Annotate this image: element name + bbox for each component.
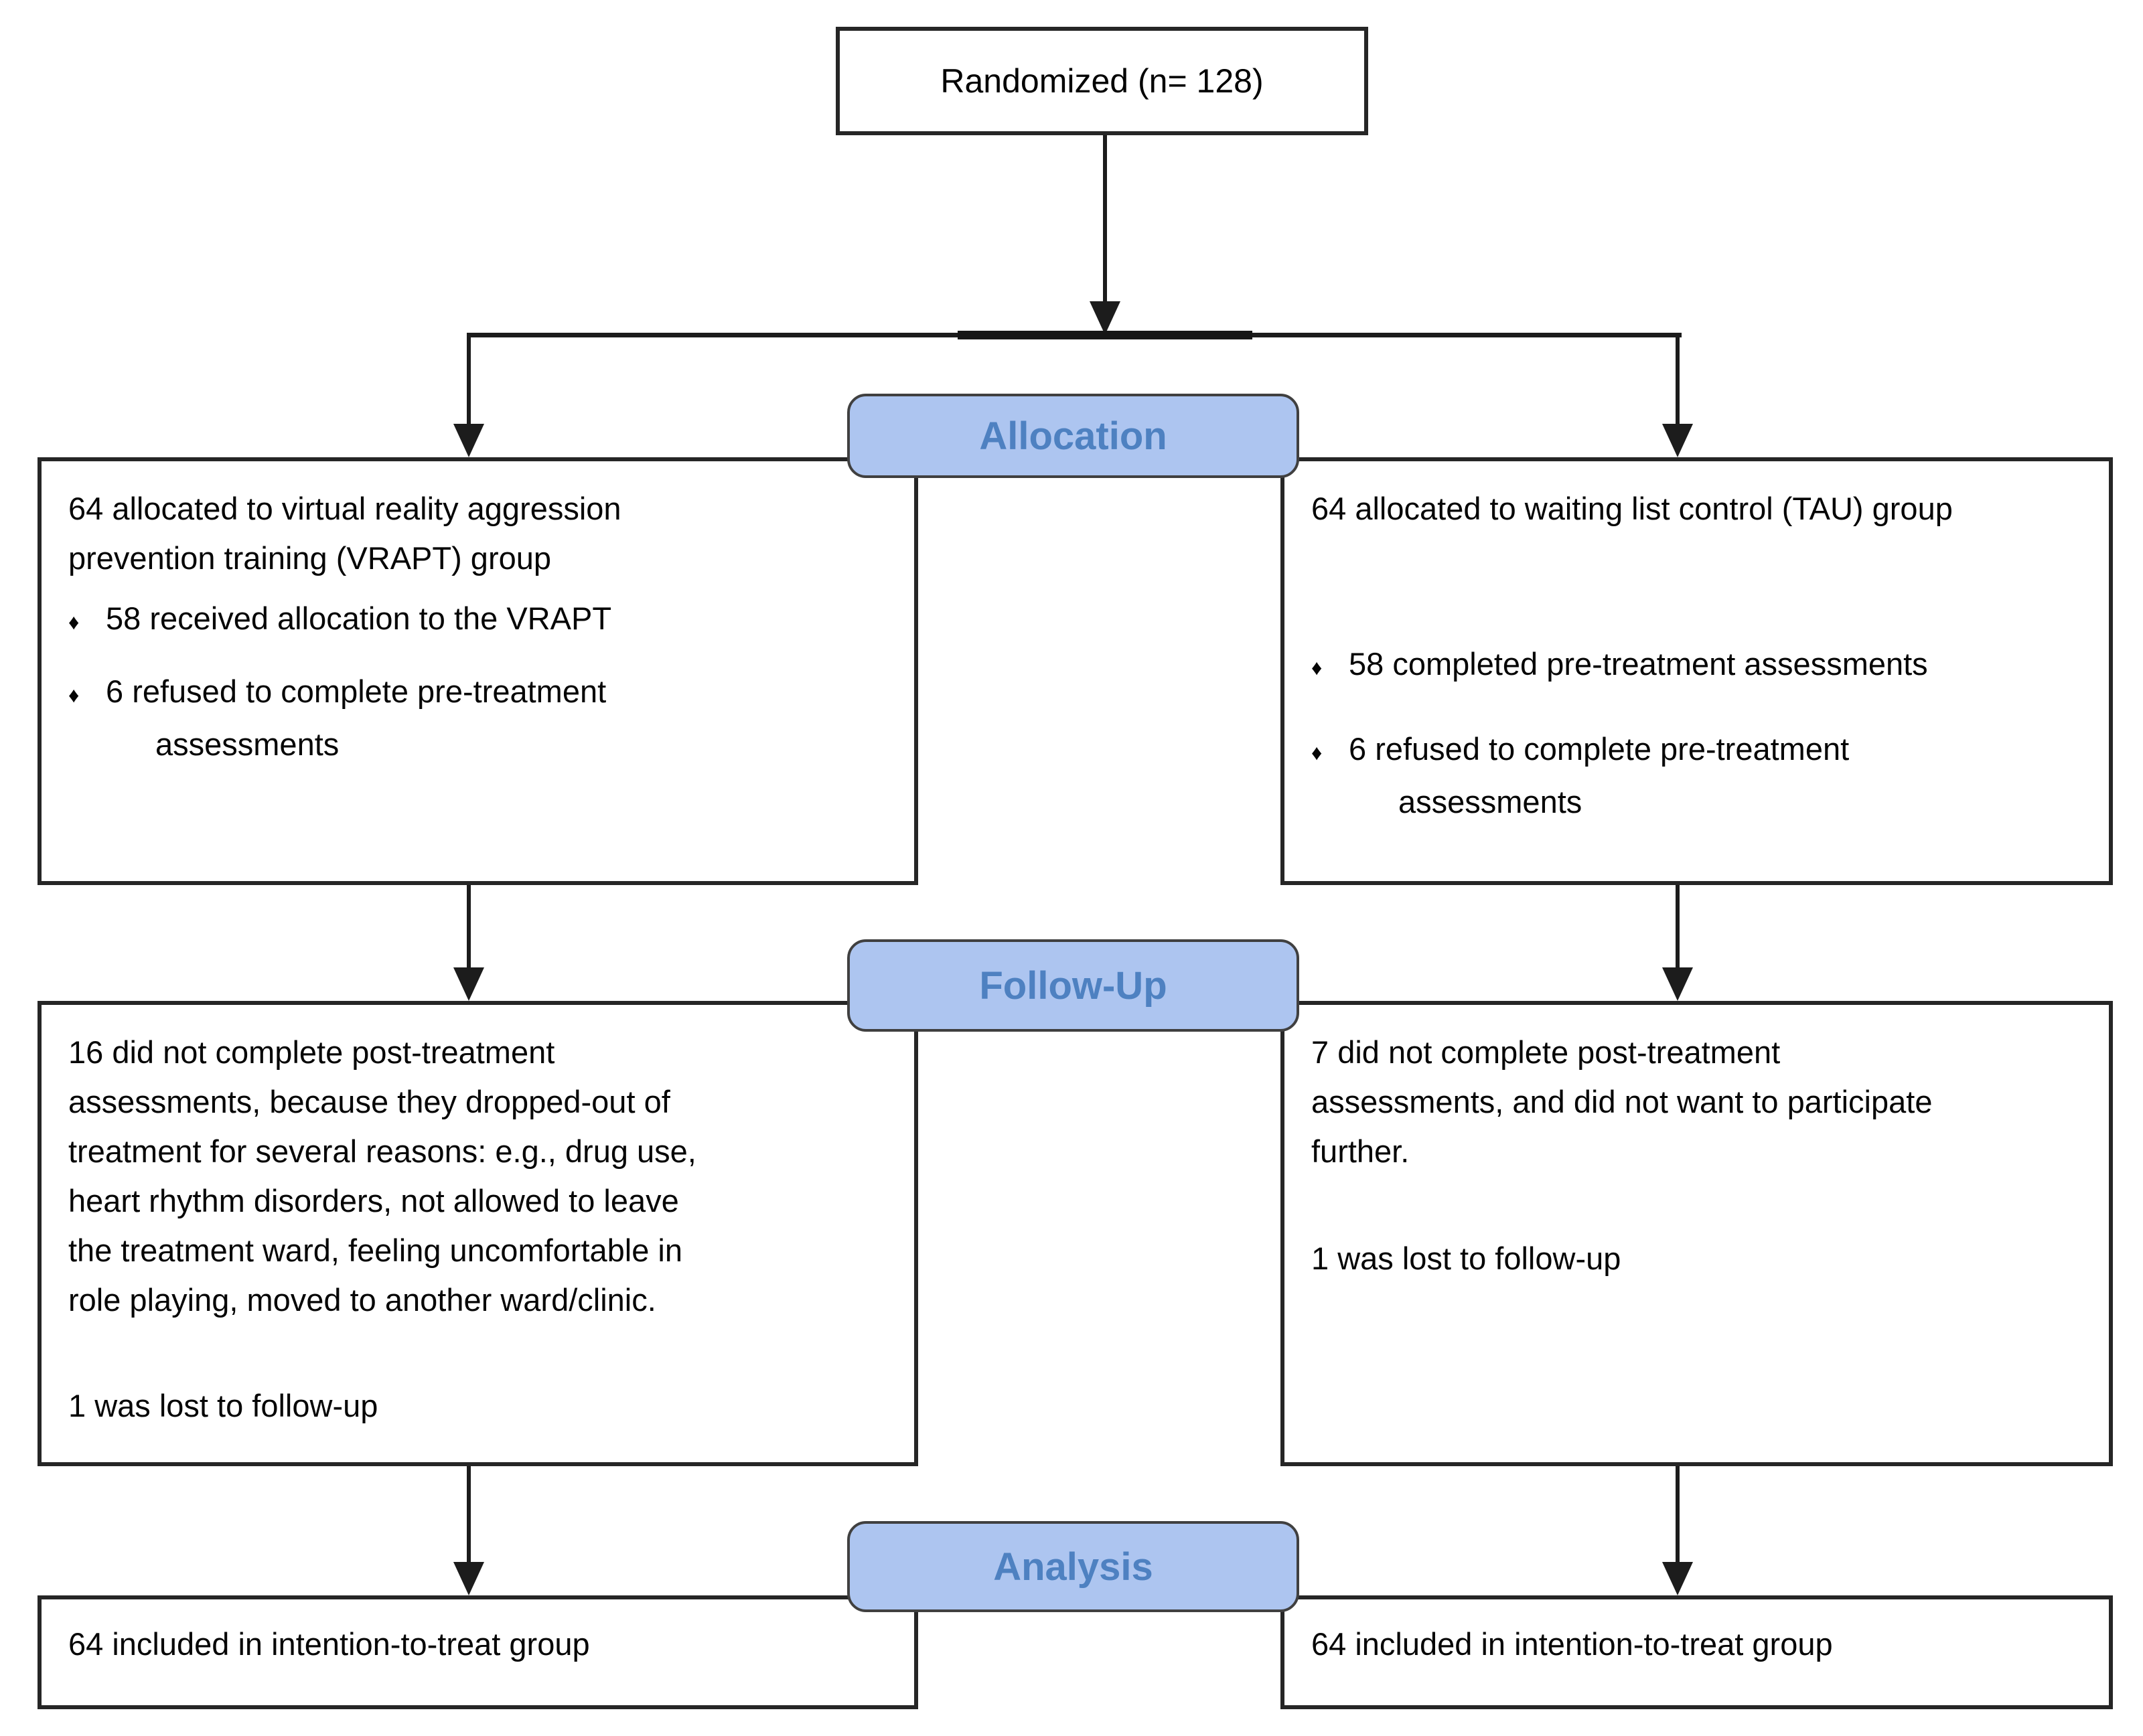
followup-vrapt-para-line6: role playing, moved to another ward/clin… [68, 1282, 656, 1318]
diamond-bullet-icon: ♦ [68, 610, 80, 634]
analysis-vrapt-box: 64 included in intention-to-treat group [38, 1595, 918, 1709]
connector-left-stub [467, 333, 471, 426]
allocation-tau-bullet1-text: 58 completed pre-treatment assessments [1349, 646, 1928, 682]
connector-followup-right-stem [1676, 884, 1680, 969]
allocation-vrapt-bullet1-text: 58 received allocation to the VRAPT [106, 601, 612, 636]
diamond-bullet-icon: ♦ [1311, 655, 1323, 680]
followup-vrapt-box: 16 did not complete post-treatment asses… [38, 1001, 918, 1466]
connector-analysis-right-stem [1676, 1465, 1680, 1564]
followup-tau-box: 7 did not complete post-treatment assess… [1280, 1001, 2113, 1466]
followup-tau-lost: 1 was lost to follow-up [1311, 1241, 1621, 1276]
connector-top-stem [1103, 134, 1107, 303]
arrowhead-analysis-right [1662, 1562, 1693, 1595]
followup-vrapt-para-line2: assessments, because they dropped-out of [68, 1084, 670, 1119]
connector-analysis-left-stem [467, 1465, 471, 1564]
diamond-bullet-icon: ♦ [1311, 740, 1323, 765]
allocation-vrapt-bullet1: ♦ 58 received allocation to the VRAPT [68, 594, 887, 647]
allocation-tau-box: 64 allocated to waiting list control (TA… [1280, 457, 2113, 885]
allocation-tau-bullet2-continuation: assessments [1398, 784, 1582, 819]
connector-hline-thick-segment [958, 331, 1252, 339]
arrowhead-followup-right [1662, 967, 1693, 1001]
arrowhead-allocation-right [1662, 424, 1693, 457]
arrowhead-allocation-left [453, 424, 484, 457]
randomized-box: Randomized (n= 128) [836, 27, 1368, 135]
allocation-tau-title: 64 allocated to waiting list control (TA… [1311, 491, 1953, 526]
allocation-tau-bullet1: ♦ 58 completed pre-treatment assessments [1311, 639, 2082, 692]
arrowhead-analysis-left [453, 1562, 484, 1595]
analysis-tau-text: 64 included in intention-to-treat group [1311, 1626, 1833, 1662]
allocation-vrapt-bullet2-text: 6 refused to complete pre-treatment [106, 674, 607, 709]
diamond-bullet-icon: ♦ [68, 683, 80, 707]
allocation-header-label: Allocation [979, 414, 1167, 458]
connector-followup-left-stem [467, 884, 471, 969]
connector-right-stub [1676, 333, 1680, 426]
followup-vrapt-para-line4: heart rhythm disorders, not allowed to l… [68, 1183, 679, 1218]
allocation-vrapt-bullet2-continuation: assessments [155, 726, 340, 762]
allocation-vrapt-bullet2: ♦ 6 refused to complete pre-treatment [68, 667, 887, 720]
followup-vrapt-lost: 1 was lost to follow-up [68, 1388, 378, 1423]
followup-tau-para-line1: 7 did not complete post-treatment [1311, 1034, 1781, 1070]
analysis-header-label: Analysis [993, 1545, 1153, 1589]
followup-vrapt-para-line5: the treatment ward, feeling uncomfortabl… [68, 1233, 683, 1268]
allocation-header: Allocation [847, 394, 1299, 478]
allocation-vrapt-box: 64 allocated to virtual reality aggressi… [38, 457, 918, 885]
analysis-vrapt-text: 64 included in intention-to-treat group [68, 1626, 590, 1662]
arrowhead-followup-left [453, 967, 484, 1001]
allocation-vrapt-title-line2: prevention training (VRAPT) group [68, 540, 552, 576]
followup-header: Follow-Up [847, 939, 1299, 1032]
allocation-tau-bullet2: ♦ 6 refused to complete pre-treatment [1311, 724, 2082, 777]
followup-vrapt-para-line1: 16 did not complete post-treatment [68, 1034, 555, 1070]
analysis-header: Analysis [847, 1521, 1299, 1612]
followup-header-label: Follow-Up [979, 963, 1167, 1008]
followup-vrapt-para-line3: treatment for several reasons: e.g., dru… [68, 1133, 696, 1169]
arrowhead-top [1090, 301, 1120, 335]
allocation-tau-bullet2-text: 6 refused to complete pre-treatment [1349, 731, 1850, 767]
followup-tau-para-line3: further. [1311, 1133, 1410, 1169]
allocation-vrapt-title-line1: 64 allocated to virtual reality aggressi… [68, 491, 621, 526]
analysis-tau-box: 64 included in intention-to-treat group [1280, 1595, 2113, 1709]
followup-tau-para-line2: assessments, and did not want to partici… [1311, 1084, 1933, 1119]
randomized-label: Randomized (n= 128) [940, 62, 1264, 100]
